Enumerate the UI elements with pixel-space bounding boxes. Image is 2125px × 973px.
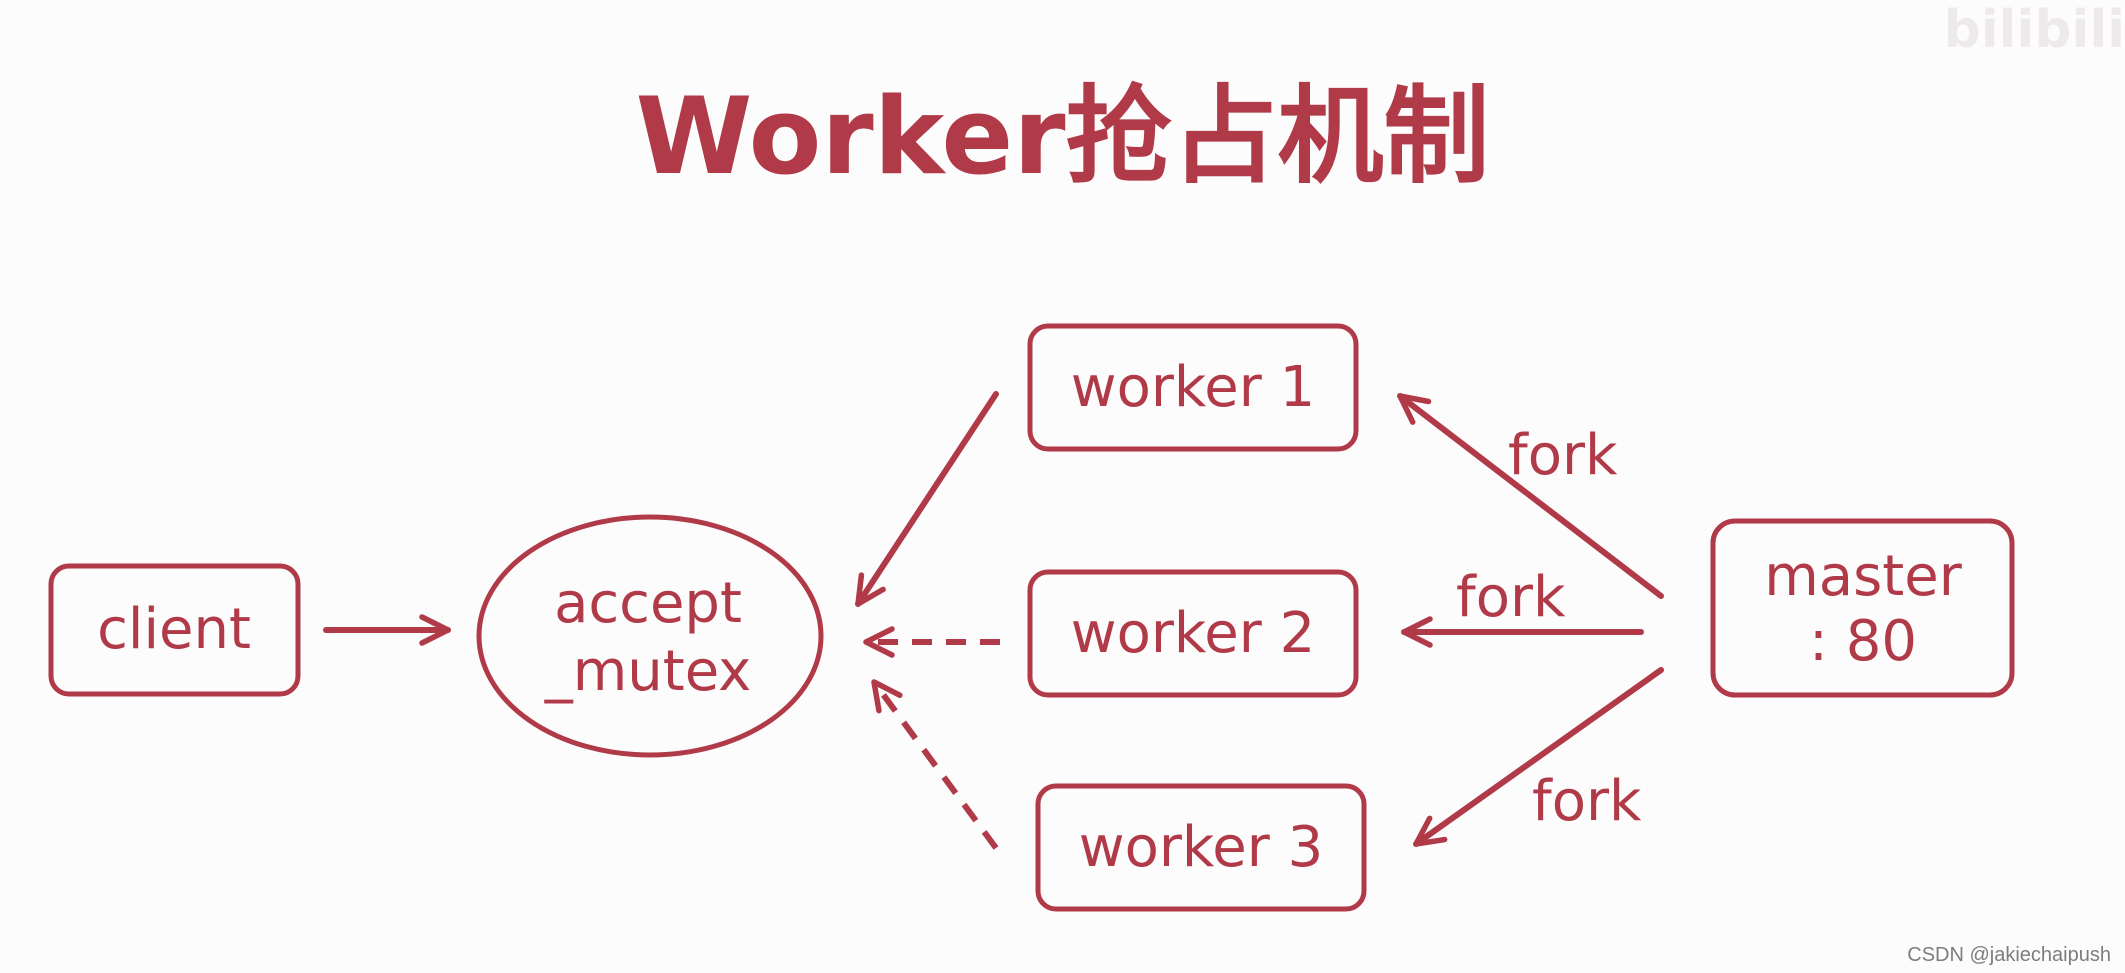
worker-1-label: worker 1 [1071, 355, 1315, 420]
master-label-line1: master [1764, 544, 1962, 609]
worker-2-label: worker 2 [1071, 601, 1315, 666]
worker-3-node: worker 3 [1035, 783, 1367, 912]
accept-mutex-label-line1: accept [554, 571, 742, 636]
master-label-line2: : 80 [1809, 609, 1917, 674]
fork-label-worker-1: fork [1508, 423, 1618, 488]
worker-1-to-mutex-arrow [855, 391, 999, 607]
master-node: master : 80 [1710, 518, 2015, 698]
master-to-worker-3-arrow [1413, 667, 1664, 847]
bilibili-watermark: bilibili [1943, 0, 2125, 60]
worker-3-label: worker 3 [1079, 815, 1323, 880]
client-label: client [97, 597, 251, 662]
accept-mutex-node: accept _mutex [476, 514, 824, 758]
worker-2-node: worker 2 [1027, 569, 1359, 698]
csdn-credit: CSDN @jakiechaipush [1907, 944, 2111, 966]
accept-mutex-label-line2: _mutex [544, 639, 752, 704]
fork-label-worker-2: fork [1456, 565, 1566, 630]
page-title: Worker抢占机制 [635, 75, 1490, 198]
fork-label-worker-3: fork [1532, 769, 1642, 834]
master-to-worker-1-arrow [1397, 393, 1664, 599]
worker-3-to-mutex-dashed-arrow [871, 679, 999, 850]
client-node: client [48, 563, 301, 697]
worker-1-node: worker 1 [1027, 323, 1359, 452]
